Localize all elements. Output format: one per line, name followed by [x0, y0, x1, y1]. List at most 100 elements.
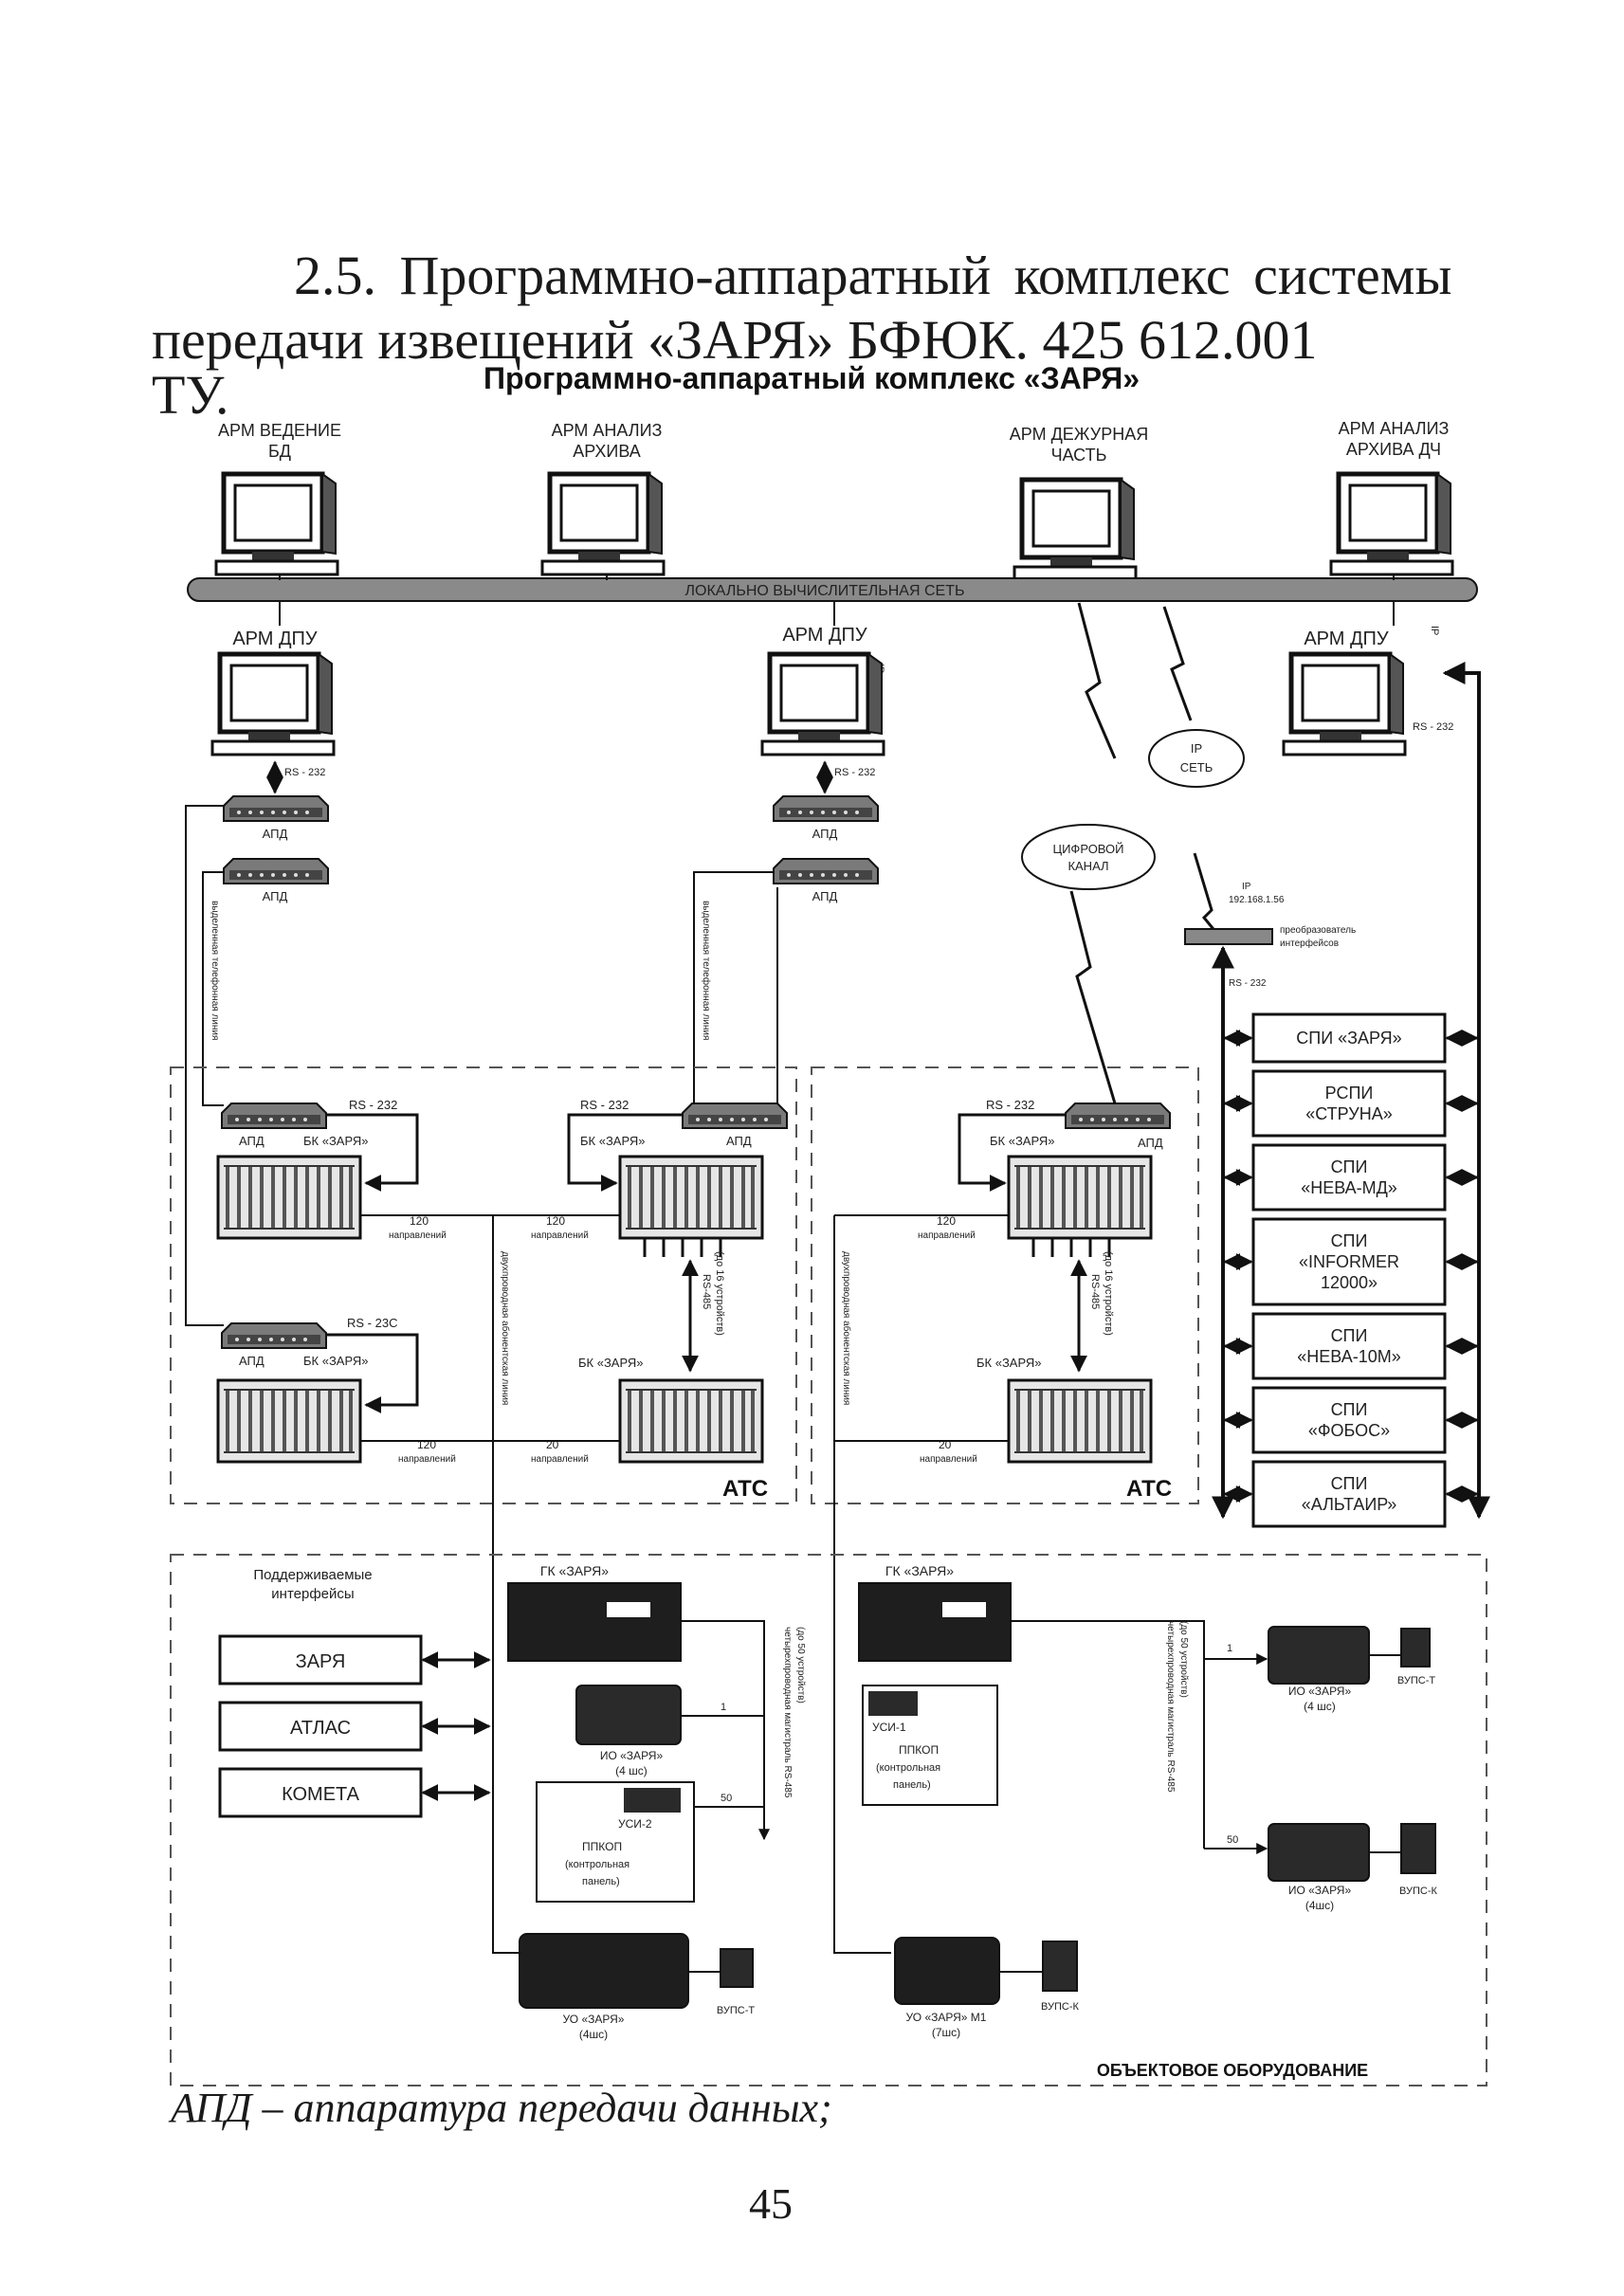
svg-text:(контрольная: (контрольная	[565, 1859, 630, 1870]
apd-label: АПД	[239, 1134, 265, 1148]
svg-text:панель): панель)	[893, 1779, 931, 1791]
svg-text:ЛОКАЛЬНО ВЫЧИСЛИТЕЛЬНАЯ СЕТЬ: ЛОКАЛЬНО ВЫЧИСЛИТЕЛЬНАЯ СЕТЬ	[685, 583, 965, 599]
io-right-2: 50 ИО «ЗАРЯ» (4шс) ВУПС-К	[1227, 1823, 1438, 1912]
svg-text:АРМ ДПУ: АРМ ДПУ	[782, 625, 867, 646]
section-heading-line-2: передачи извещений «ЗАРЯ» БФЮК. 425 612.…	[152, 309, 1318, 426]
svg-text:АПД: АПД	[263, 827, 288, 841]
section-heading-line-1: 2.5. Программно-аппаратный комплекс сист…	[294, 245, 1452, 306]
svg-text:(до 16 устройств): (до 16 устройств)	[1103, 1251, 1114, 1336]
modem-icon	[223, 795, 329, 822]
interface-box-1: АТЛАС	[218, 1701, 491, 1752]
spi-box-6: СПИ «АЛЬТАИР»	[1223, 1460, 1479, 1528]
interface-box-2: КОМЕТА	[218, 1767, 491, 1818]
svg-text:АРМ АНАЛИЗ: АРМ АНАЛИЗ	[1339, 419, 1450, 438]
interface-converter: IP 192.168.1.56 преобразователь интерфей…	[1184, 882, 1356, 989]
svg-text:«ФОБОС»: «ФОБОС»	[1308, 1421, 1390, 1440]
uo-left: УО «ЗАРЯ» (4шс) ВУПС-Т	[519, 1933, 755, 2041]
svg-text:«АЛЬТАИР»: «АЛЬТАИР»	[1302, 1495, 1397, 1514]
modem-icon	[221, 1322, 327, 1349]
svg-text:БК «ЗАРЯ»: БК «ЗАРЯ»	[976, 1356, 1041, 1370]
computer-icon	[212, 654, 334, 755]
computer-icon	[1014, 480, 1136, 580]
svg-text:1: 1	[721, 1702, 726, 1713]
svg-text:ГК «ЗАРЯ»: ГК «ЗАРЯ»	[885, 1563, 954, 1578]
phone-line-label: выделенная телефонная линия	[701, 901, 712, 1040]
supported-interfaces: Поддерживаемые интерфейсы	[253, 1567, 372, 1602]
apd-left-2: АПД	[223, 858, 329, 903]
svg-text:направлений: направлений	[918, 1230, 976, 1241]
atc-label: АТС	[722, 1476, 768, 1502]
svg-text:50: 50	[1227, 1834, 1238, 1846]
two-wire-label: двухпроводная абонентская линия	[500, 1251, 511, 1405]
svg-text:СПИ: СПИ	[1331, 1157, 1368, 1176]
spi-box-4: СПИ «НЕВА-10М»	[1223, 1312, 1479, 1380]
ip-network-cloud: IP СЕТЬ	[1148, 729, 1245, 788]
spi-box-5: СПИ«ФОБОС»	[1223, 1386, 1479, 1454]
svg-text:«НЕВА-10М»: «НЕВА-10М»	[1297, 1347, 1400, 1366]
svg-text:ЦИФРОВОЙ: ЦИФРОВОЙ	[1052, 842, 1123, 856]
svg-text:АРМ ВЕДЕНИЕ: АРМ ВЕДЕНИЕ	[218, 421, 341, 440]
svg-text:120: 120	[546, 1214, 565, 1228]
digital-channel-cloud: ЦИФРОВОЙ КАНАЛ	[1021, 824, 1156, 890]
svg-text:(7шс): (7шс)	[932, 2026, 960, 2039]
atc-region-right	[811, 1066, 1199, 1504]
svg-text:RS-485: RS-485	[1089, 1274, 1101, 1309]
atc-region-left	[170, 1066, 797, 1504]
modem-icon	[773, 795, 879, 822]
spi-box-0: СПИ «ЗАРЯ»	[1223, 1012, 1479, 1064]
svg-text:УО «ЗАРЯ» М1: УО «ЗАРЯ» М1	[906, 2011, 987, 2024]
svg-text:(4шс): (4шс)	[579, 2028, 608, 2041]
svg-text:АРМ ДПУ: АРМ ДПУ	[1304, 629, 1389, 649]
apd-left-1: АПД	[223, 795, 329, 841]
svg-text:УСИ-2: УСИ-2	[618, 1817, 652, 1831]
bk-label: БК «ЗАРЯ»	[303, 1134, 368, 1148]
ppkop-right: УСИ-1 ППКОП (контрольная панель)	[862, 1685, 998, 1806]
svg-text:АПД: АПД	[263, 889, 288, 903]
svg-text:(до 16 устройств): (до 16 устройств)	[714, 1251, 725, 1336]
svg-text:СПИ: СПИ	[1331, 1326, 1368, 1345]
svg-text:120: 120	[937, 1214, 956, 1228]
svg-text:РСПИ: РСПИ	[1325, 1084, 1374, 1102]
svg-text:АПД: АПД	[1138, 1136, 1163, 1150]
phone-line-label: выделенная телефонная линия	[210, 901, 221, 1040]
svg-text:СПИ «ЗАРЯ»: СПИ «ЗАРЯ»	[1296, 1029, 1401, 1048]
computer-icon	[542, 474, 664, 574]
svg-text:АРМ АНАЛИЗ: АРМ АНАЛИЗ	[552, 421, 663, 440]
two-wire-label: двухпроводная абонентская линия	[841, 1251, 852, 1405]
svg-text:панель): панель)	[582, 1876, 620, 1887]
ppkop-left: УСИ-2 ППКОП (контрольная панель) 50	[536, 1781, 764, 1903]
svg-text:направлений: направлений	[531, 1230, 589, 1241]
svg-text:УО «ЗАРЯ»: УО «ЗАРЯ»	[563, 2013, 625, 2026]
modem-icon	[1065, 1102, 1171, 1129]
arm-duty-archive-analysis: АРМ АНАЛИЗ АРХИВА ДЧ	[1331, 419, 1452, 574]
footnote: АПД – аппаратура передачи данных;	[171, 2085, 832, 2131]
svg-text:АПД: АПД	[812, 889, 838, 903]
svg-text:АРХИВА: АРХИВА	[573, 442, 641, 461]
svg-text:(до 50 устройств): (до 50 устройств)	[795, 1627, 806, 1704]
svg-text:(4 шс): (4 шс)	[1304, 1700, 1336, 1713]
svg-text:ИО «ЗАРЯ»: ИО «ЗАРЯ»	[1288, 1685, 1352, 1698]
svg-text:Поддерживаемые: Поддерживаемые	[253, 1567, 372, 1583]
four-wire-label: четырехпроводная магистраль RS-485	[1165, 1621, 1176, 1793]
svg-text:БК «ЗАРЯ»: БК «ЗАРЯ»	[578, 1356, 643, 1370]
computer-icon	[762, 654, 884, 755]
bk-rack-icon	[618, 1378, 764, 1464]
svg-text:ИО «ЗАРЯ»: ИО «ЗАРЯ»	[1288, 1884, 1352, 1897]
svg-text:RS-485: RS-485	[701, 1274, 712, 1309]
svg-text:IP: IP	[1242, 882, 1251, 892]
svg-text:120: 120	[410, 1214, 429, 1228]
svg-text:ГК «ЗАРЯ»: ГК «ЗАРЯ»	[540, 1563, 609, 1578]
svg-text:ВУПС-К: ВУПС-К	[1399, 1886, 1437, 1897]
svg-text:БД: БД	[268, 442, 291, 461]
apd-label: АПД	[239, 1354, 265, 1368]
bk-label: БК «ЗАРЯ»	[303, 1354, 368, 1368]
diagram-title: Программно-аппаратный комплекс «ЗАРЯ»	[484, 361, 1140, 395]
svg-text:интерфейсов: интерфейсов	[1280, 938, 1339, 949]
svg-text:(контрольная: (контрольная	[876, 1762, 940, 1774]
computer-icon	[1331, 474, 1452, 574]
modem-icon	[682, 1102, 788, 1129]
svg-text:RS - 232: RS - 232	[1229, 978, 1267, 989]
svg-text:СПИ: СПИ	[1331, 1474, 1368, 1493]
